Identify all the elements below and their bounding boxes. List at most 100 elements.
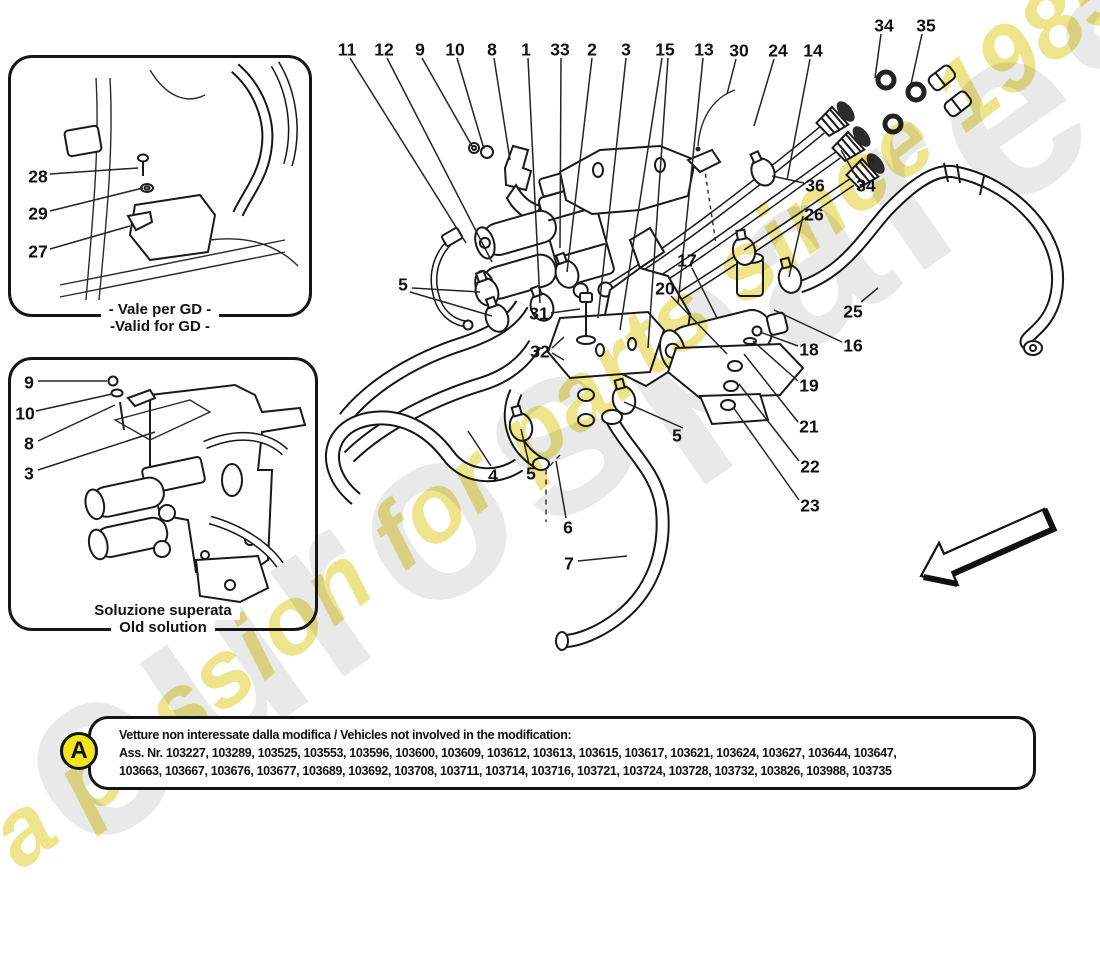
leader-line <box>670 295 728 355</box>
inset-old-caption-it: Soluzione superata <box>86 602 240 620</box>
callout-13: 13 <box>694 40 714 60</box>
leader-line <box>349 57 467 244</box>
leader-line <box>49 167 139 175</box>
callout-20: 20 <box>655 279 675 299</box>
callout-36: 36 <box>805 176 825 196</box>
inset-gd-caption-en: -Valid for GD - <box>101 318 218 335</box>
callout-34: 34 <box>856 176 876 196</box>
callout-27: 27 <box>28 242 47 262</box>
leader-line <box>551 336 565 349</box>
leader-line <box>743 210 804 251</box>
leader-line <box>493 57 511 161</box>
callout-32: 32 <box>530 342 550 362</box>
note-line-2: Ass. Nr. 103227, 103289, 103525, 103553,… <box>119 746 897 760</box>
callout-12: 12 <box>374 40 394 60</box>
note-line-3: 103663, 103667, 103676, 103677, 103689, … <box>119 764 892 778</box>
leader-line <box>411 287 481 293</box>
leader-line <box>786 58 811 181</box>
modification-note-bar: Vetture non interessate dalla modifica /… <box>88 716 1036 790</box>
leader-line <box>409 291 493 317</box>
leader-line <box>860 287 879 303</box>
callout-10: 10 <box>445 40 465 60</box>
callout-3: 3 <box>621 40 631 60</box>
leader-line <box>732 406 800 501</box>
callout-35: 35 <box>916 16 936 36</box>
parts-catalog-page: { "watermark": { "brand": "eurospares", … <box>0 0 1100 902</box>
leader-line <box>597 57 627 319</box>
inset-gd-caption-it: - Vale per GD - <box>100 301 220 319</box>
callout-7: 7 <box>564 554 574 574</box>
leader-line <box>743 353 799 423</box>
leader-line <box>520 428 530 465</box>
inset-gd-caption: - Vale per GD - -Valid for GD - <box>8 301 312 335</box>
leader-line <box>738 383 800 462</box>
callout-3: 3 <box>24 464 34 484</box>
leader-line <box>771 175 805 184</box>
callout-4: 4 <box>488 466 498 486</box>
callout-21: 21 <box>799 417 819 437</box>
leader-line <box>35 393 113 412</box>
leader-line <box>753 58 775 127</box>
leader-line <box>910 33 923 85</box>
callout-16: 16 <box>843 336 863 356</box>
main-assembly-art <box>325 64 1065 651</box>
leader-line <box>773 309 843 343</box>
leader-line <box>623 401 684 429</box>
inset-gd-art <box>59 61 299 301</box>
parts-diagram: 1112910813323151330241434353634262516181… <box>15 16 1065 651</box>
note-badge-a: A <box>60 732 98 770</box>
callout-17: 17 <box>677 251 696 271</box>
callout-2: 2 <box>587 40 597 60</box>
callout-15: 15 <box>655 40 675 60</box>
callout-23: 23 <box>800 496 820 516</box>
leader-line <box>467 430 492 467</box>
callout-25: 25 <box>843 302 863 322</box>
inset-old-art <box>84 375 307 604</box>
leader-line <box>677 57 704 305</box>
callout-8: 8 <box>24 434 34 454</box>
inset-old-caption: Soluzione superata Old solution <box>8 602 318 636</box>
callout-14: 14 <box>803 41 823 61</box>
leader-line <box>456 57 485 150</box>
callout-8: 8 <box>487 40 497 60</box>
callout-9: 9 <box>24 373 34 393</box>
leader-line <box>566 57 593 273</box>
leader-line <box>559 57 562 249</box>
leader-line <box>386 57 493 263</box>
leader-line <box>49 187 144 212</box>
leader-line <box>550 308 581 314</box>
leader-line <box>49 225 131 250</box>
leader-line <box>551 352 565 361</box>
leader-line <box>421 57 473 147</box>
inset-valid-for-gd <box>8 55 312 317</box>
leader-line <box>752 340 799 382</box>
leader-line <box>726 58 737 95</box>
callout-33: 33 <box>550 40 570 60</box>
callout-22: 22 <box>800 457 820 477</box>
callout-19: 19 <box>799 376 819 396</box>
callout-30: 30 <box>729 41 749 61</box>
callout-11: 11 <box>338 40 357 60</box>
note-line-1: Vetture non interessate dalla modifica /… <box>119 728 572 742</box>
callout-18: 18 <box>799 340 819 360</box>
callout-34: 34 <box>874 16 894 36</box>
callout-28: 28 <box>28 167 48 187</box>
callout-5: 5 <box>526 464 536 484</box>
leader-line <box>840 149 858 179</box>
callout-5: 5 <box>398 275 408 295</box>
callout-9: 9 <box>415 40 425 60</box>
leader-line <box>691 267 718 319</box>
leader-line <box>37 431 156 471</box>
direction-arrow-icon <box>919 507 1058 587</box>
leader-line <box>647 57 669 349</box>
callout-10: 10 <box>15 404 35 424</box>
leader-line <box>759 331 799 347</box>
leader-line <box>527 57 541 304</box>
callout-31: 31 <box>529 304 549 324</box>
callout-6: 6 <box>563 518 573 538</box>
callout-26: 26 <box>804 205 824 225</box>
leader-line <box>619 57 663 331</box>
callout-29: 29 <box>28 204 48 224</box>
leader-line <box>555 460 567 519</box>
